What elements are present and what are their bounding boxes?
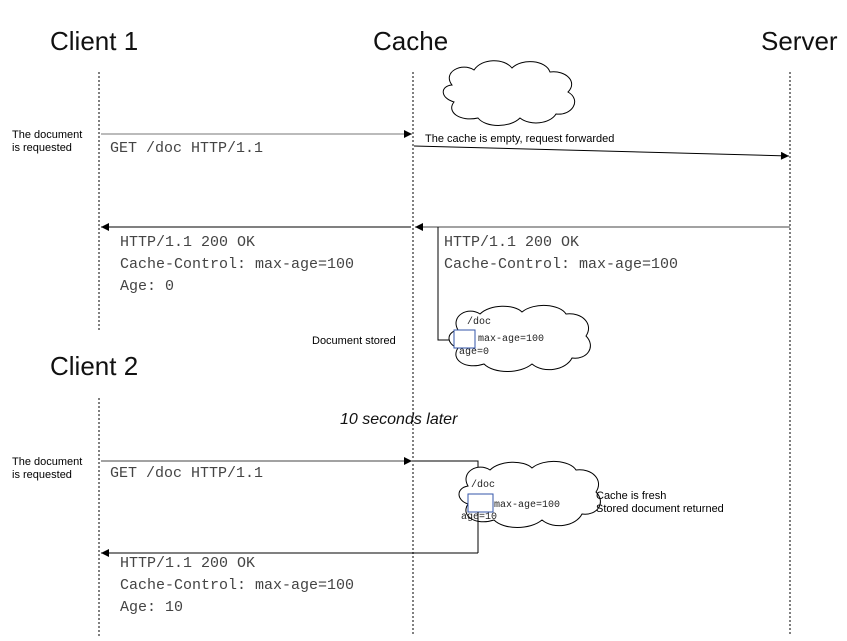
document-stored-note: Document stored xyxy=(312,335,396,347)
fresh-doc-path: /doc xyxy=(471,480,496,491)
client1-response-line1: HTTP/1.1 200 OK xyxy=(120,234,256,251)
request-1-text: GET /doc HTTP/1.1 xyxy=(110,140,264,157)
client1-response-line3: Age: 0 xyxy=(120,278,175,295)
request-note-2-line2: is requested xyxy=(12,469,72,481)
request-note-2-line1: The document xyxy=(12,456,83,468)
client2-label: Client 2 xyxy=(50,351,139,381)
request-note-1-line1: The document xyxy=(12,129,83,141)
stored-max-age: max-age=100 xyxy=(478,334,545,345)
stored-doc-path: /doc xyxy=(467,317,492,328)
time-passage-note: 10 seconds later xyxy=(340,411,458,428)
client2-response-line1: HTTP/1.1 200 OK xyxy=(120,555,256,572)
empty-cache-cloud xyxy=(442,60,576,126)
fresh-age: age=10 xyxy=(461,512,498,523)
client2-response-line2: Cache-Control: max-age=100 xyxy=(120,577,355,594)
forward-note: The cache is empty, request forwarded xyxy=(425,133,615,145)
forward-arrow xyxy=(413,145,790,160)
server-label: Server xyxy=(761,26,838,56)
request-note-1-line2: is requested xyxy=(12,142,72,154)
server-response-line2: Cache-Control: max-age=100 xyxy=(444,256,679,273)
stored-document-icon xyxy=(453,329,476,349)
fresh-max-age: max-age=100 xyxy=(494,500,561,511)
cache-fresh-note-line2: Stored document returned xyxy=(596,503,724,515)
client1-response-line2: Cache-Control: max-age=100 xyxy=(120,256,355,273)
fresh-document-icon xyxy=(467,493,494,513)
stored-age: age=0 xyxy=(459,347,490,358)
server-response-line1: HTTP/1.1 200 OK xyxy=(444,234,580,251)
client2-response-line3: Age: 10 xyxy=(120,599,184,616)
request-2-text: GET /doc HTTP/1.1 xyxy=(110,465,264,482)
cache-fresh-note-line1: Cache is fresh xyxy=(596,490,667,502)
stored-cloud xyxy=(448,305,591,372)
cache-label: Cache xyxy=(373,26,449,56)
client1-label: Client 1 xyxy=(50,26,139,56)
fresh-cloud xyxy=(458,461,601,528)
